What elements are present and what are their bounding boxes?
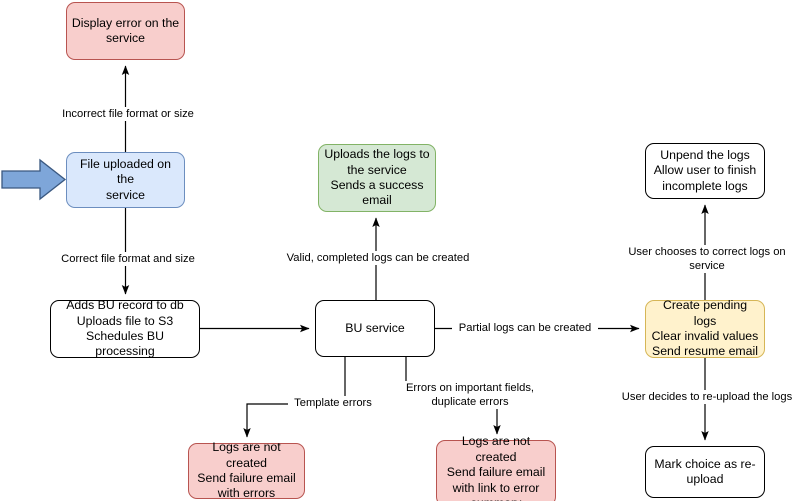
edge-label-valid-logs: Valid, completed logs can be created — [282, 251, 474, 265]
node-create-pending-logs[interactable]: Create pending logs Clear invalid values… — [645, 298, 765, 358]
node-logs-not-created-errors[interactable]: Logs are not created Send failure email … — [188, 440, 305, 500]
edge-label-template-errors: Template errors — [288, 396, 378, 410]
edge-label-incorrect-format: Incorrect file format or size — [56, 107, 200, 121]
edge-label-correct-format: Correct file format and size — [56, 252, 200, 266]
edge-label-user-corrects: User chooses to correct logs on service — [610, 245, 801, 273]
node-display-error[interactable]: Display error on the service — [66, 2, 185, 60]
node-unpend-logs[interactable]: Unpend the logs Allow user to finish inc… — [645, 143, 765, 199]
node-bu-service[interactable]: BU service — [315, 300, 435, 357]
edge-label-partial-logs: Partial logs can be created — [452, 321, 598, 335]
node-file-uploaded[interactable]: File uploaded on the service — [66, 152, 185, 208]
node-uploads-logs[interactable]: Uploads the logs to the service Sends a … — [318, 144, 436, 212]
edge-label-important-errors: Errors on important fields, duplicate er… — [392, 381, 548, 409]
node-logs-not-created-link[interactable]: Logs are not created Send failure email … — [436, 434, 556, 501]
node-mark-reupload[interactable]: Mark choice as re- upload — [645, 446, 765, 498]
start-block-arrow — [1, 158, 67, 201]
node-adds-bu-record[interactable]: Adds BU record to db Uploads file to S3 … — [50, 298, 200, 358]
edge-label-user-reupload: User decides to re-upload the logs — [613, 390, 801, 404]
